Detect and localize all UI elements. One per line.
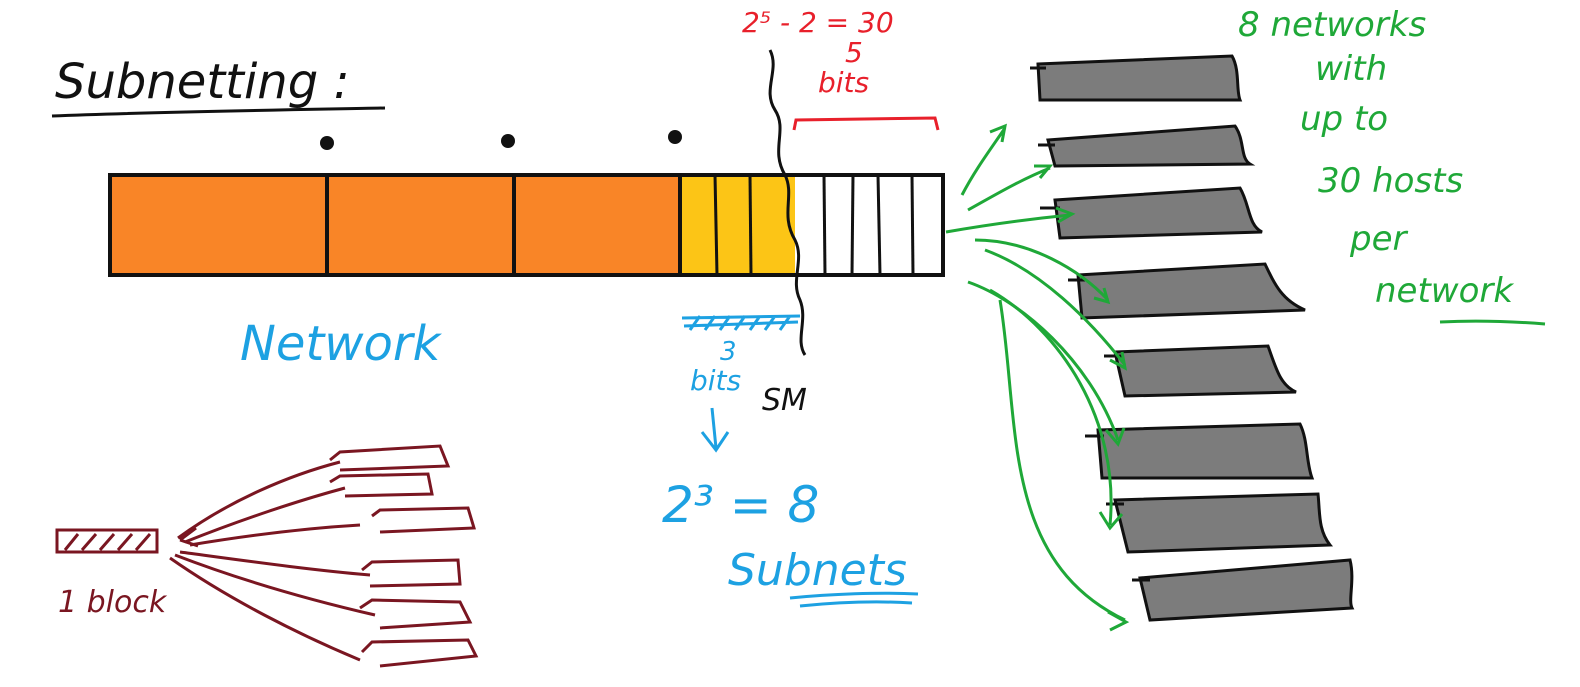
network-block (1138, 558, 1355, 622)
page-title: Subnetting : (55, 54, 350, 110)
subnet-annotation: Network 3 bits SM 2³ = 8 Subnets (240, 314, 919, 608)
subnets-formula: 2³ = 8 (662, 476, 819, 534)
small-subnet-outline (359, 598, 473, 630)
single-block-hatch (63, 533, 152, 551)
small-subnet-outline (329, 444, 451, 472)
bit-divider (713, 174, 719, 276)
host-bits-count: 5 (845, 36, 863, 69)
green-arrow (967, 164, 1054, 212)
octet-dot (320, 136, 334, 150)
network-block (1113, 492, 1334, 554)
green-arrow (984, 248, 1128, 371)
subnet-bits-hatch (681, 314, 801, 331)
green-arrows (945, 123, 1130, 632)
title-underline (51, 106, 386, 118)
subnet-bits-count: 3 (720, 337, 737, 367)
host-bits-bracket (792, 116, 940, 131)
host-portion (795, 175, 943, 275)
subnet-mask-wavy-line (768, 49, 807, 356)
subnets-underline (789, 591, 919, 608)
small-subnet-outline (371, 506, 476, 534)
block-ticks (1030, 66, 1150, 582)
small-subnet-outline (329, 472, 434, 498)
block-branch (174, 553, 376, 617)
subnet-portion (680, 175, 795, 275)
network-block (1096, 422, 1315, 480)
bit-divider (910, 174, 915, 276)
network-block (1046, 124, 1256, 168)
one-block-diagram: 1 block (55, 444, 479, 668)
green-arrow (998, 299, 1130, 632)
single-block (55, 528, 159, 554)
network-blocks (1030, 54, 1355, 622)
green-arrow (960, 123, 1007, 196)
block-branch (184, 486, 346, 544)
green-arrow (989, 288, 1124, 531)
block-branch (169, 556, 361, 662)
note-line: with (1315, 49, 1387, 89)
bit-divider (876, 174, 882, 276)
network-label: Network (240, 316, 443, 372)
address-bar (108, 173, 945, 277)
title-group: Subnetting : (51, 54, 386, 118)
bit-divider (822, 174, 827, 276)
octet-dot (668, 130, 682, 144)
network-block (1076, 262, 1306, 320)
host-annotation: 2⁵ - 2 = 30 5 bits (742, 6, 940, 131)
green-note: 8 networks with up to 30 hosts per netwo… (1238, 5, 1546, 326)
green-arrow (974, 238, 1111, 305)
green-arrow (945, 206, 1076, 234)
address-bar-outline (108, 173, 945, 277)
note-line: up to (1300, 99, 1388, 139)
network-block (1113, 344, 1297, 398)
network-portion (110, 175, 680, 275)
host-bits-unit: bits (818, 66, 869, 99)
bit-divider (850, 174, 855, 276)
sm-label: SM (762, 383, 807, 418)
subnet-bits-unit: bits (690, 364, 741, 397)
note-line: network (1375, 271, 1514, 311)
octet-dots (320, 130, 682, 150)
small-subnet-outline (361, 558, 462, 588)
down-arrow (700, 407, 730, 453)
subnets-word: Subnets (728, 545, 907, 596)
small-subnet-outline (360, 638, 479, 668)
host-formula: 2⁵ - 2 = 30 (742, 6, 894, 39)
note-line: 8 networks (1238, 5, 1426, 45)
one-block-label: 1 block (58, 585, 168, 620)
green-arrow (967, 280, 1126, 447)
block-branch (189, 523, 361, 547)
network-block (1053, 186, 1263, 240)
octet-dot (501, 134, 515, 148)
block-branch (179, 550, 371, 577)
note-line: per (1349, 219, 1409, 259)
note-line: 30 hosts (1318, 161, 1463, 201)
bit-divider (748, 174, 753, 276)
note-underline (1439, 319, 1546, 326)
network-block (1036, 54, 1243, 102)
